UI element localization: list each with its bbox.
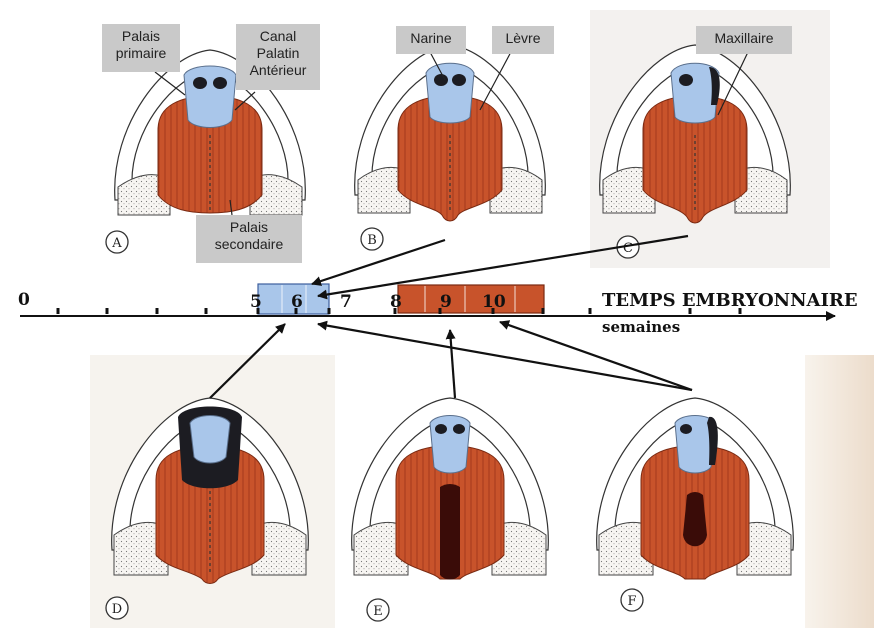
svg-text:B: B — [367, 233, 377, 248]
tick-label-9: 9 — [440, 292, 452, 312]
panel-letter-a: A — [106, 231, 128, 253]
panel-letter-f: F — [621, 589, 643, 611]
palate-diagram-d — [112, 398, 309, 584]
panel-letter-b: B — [361, 228, 383, 250]
arrow-d-to-week-6 — [210, 324, 285, 398]
timeline: 0 5 6 7 8 9 10 TEMPS EMBRYONNAIRE semain… — [18, 284, 858, 336]
palate-diagram-f — [597, 398, 794, 579]
svg-text:D: D — [112, 602, 122, 617]
timeline-unit: semaines — [602, 318, 680, 336]
label-palais-secondaire: Palais secondaire — [196, 215, 302, 263]
secondary-palate-band — [398, 285, 544, 313]
palate-diagram-b — [355, 45, 546, 221]
tick-label-0: 0 — [18, 290, 30, 310]
svg-text:C: C — [623, 241, 633, 256]
timeline-title: TEMPS EMBRYONNAIRE — [602, 290, 858, 311]
label-palais-primaire: Palais primaire — [102, 24, 180, 72]
tick-label-8: 8 — [390, 292, 402, 312]
label-levre: Lèvre — [492, 26, 554, 54]
palate-diagram-e — [352, 398, 549, 580]
tick-label-5: 5 — [250, 292, 262, 312]
svg-text:F: F — [627, 594, 636, 609]
panel-letter-d: D — [106, 597, 128, 619]
label-narine: Narine — [396, 26, 466, 54]
tick-label-10: 10 — [482, 292, 506, 312]
panel-letter-e: E — [367, 599, 389, 621]
palate-diagram-c — [600, 45, 791, 223]
tick-label-7: 7 — [340, 292, 352, 312]
label-canal-palatin-anterieur: Canal Palatin Antérieur — [236, 24, 320, 90]
arrow-e-to-week-9 — [450, 330, 455, 398]
label-maxillaire: Maxillaire — [696, 26, 792, 54]
svg-text:E: E — [373, 604, 383, 619]
tick-label-6: 6 — [291, 292, 303, 312]
svg-text:A: A — [111, 236, 122, 251]
